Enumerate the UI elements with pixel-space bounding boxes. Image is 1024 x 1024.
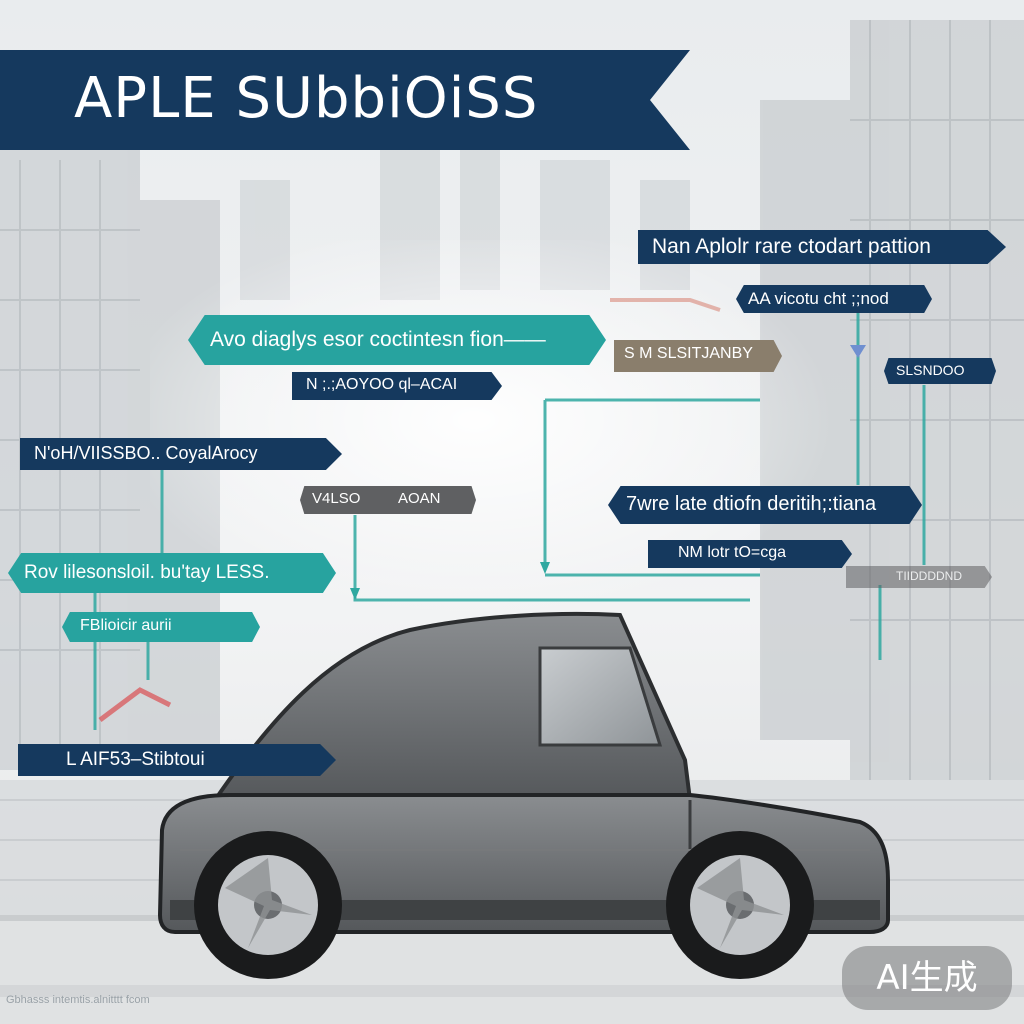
label-teal-lower: Rov lilesonsloil. bu'tay LESS. xyxy=(8,553,336,593)
label-teal-left: Avo diaglys esor coctintesn fion—— xyxy=(188,315,606,365)
footer-caption: Gbhasss intemtis.alnitttt fcom xyxy=(6,994,150,1006)
label-top-right: Nan Aplolr rare ctodart pattion xyxy=(638,230,1006,264)
label-right-small: SLSNDOO xyxy=(884,358,996,384)
label-teal-small: FBlioicir aurii xyxy=(62,612,260,642)
label-navy-bottom: L AIF53–Stibtoui xyxy=(18,744,336,776)
label-navy-mid: N ;.;AOYOO ql–ACAI xyxy=(292,372,502,400)
ai-generated-watermark: AI生成 xyxy=(842,946,1012,1010)
label-navy-left: N'oH/VIISSBO.. CoyalArocy xyxy=(20,438,342,470)
label-right-mid: NM lotr tO=cga xyxy=(648,540,852,568)
label-tan-mid: S M SLSITJANBY xyxy=(614,340,782,372)
label-faint-right: TIIDDDDND xyxy=(846,566,992,588)
label-gray-pair-a: V4LSO xyxy=(300,486,386,514)
title-banner: APLE SUbbiOiSS xyxy=(0,50,690,150)
page-title: APLE SUbbiOiSS xyxy=(74,66,539,131)
label-right-wide: 7wre late dtiofn deritih;:tiana xyxy=(608,486,922,524)
label-right-2: AA vicotu cht ;;nod xyxy=(736,285,932,313)
label-gray-pair-b: AOAN xyxy=(386,486,476,514)
